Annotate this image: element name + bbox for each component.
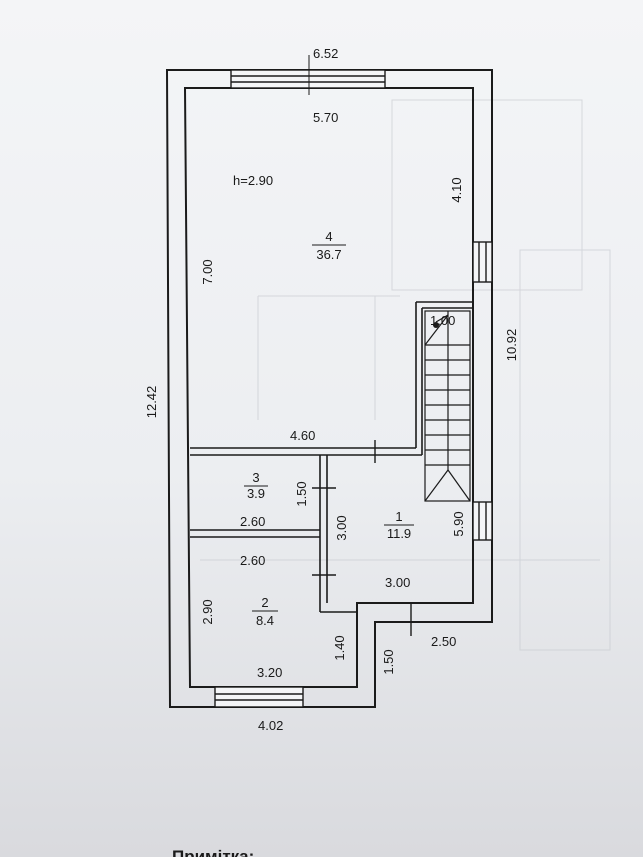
dim-room4-right: 4.10 bbox=[449, 177, 464, 202]
svg-text:3: 3 bbox=[252, 470, 259, 485]
dim-top-outer: 6.52 bbox=[313, 46, 338, 61]
staircase bbox=[424, 310, 471, 502]
dim-top-inner: 5.70 bbox=[313, 110, 338, 125]
svg-text:4: 4 bbox=[325, 229, 332, 244]
dim-room3-height: 1.50 bbox=[294, 481, 309, 506]
svg-text:2: 2 bbox=[261, 595, 268, 610]
dim-bottom-right: 2.50 bbox=[431, 634, 456, 649]
dim-right-total: 10.92 bbox=[504, 329, 519, 362]
svg-text:8.4: 8.4 bbox=[256, 613, 274, 628]
dim-room4-left: 7.00 bbox=[200, 259, 215, 284]
room-label-2: 2 8.4 bbox=[252, 595, 278, 628]
dim-room1-left: 3.00 bbox=[334, 515, 349, 540]
window-bottom bbox=[214, 686, 304, 708]
room-label-1: 1 11.9 bbox=[384, 509, 414, 541]
outer-wall bbox=[165, 69, 493, 708]
dim-room2-notch: 1.40 bbox=[332, 635, 347, 660]
door-marks bbox=[312, 440, 376, 576]
dim-room2-bottom: 3.20 bbox=[257, 665, 282, 680]
dim-stair-width: 1.00 bbox=[430, 313, 455, 328]
window-right-lower bbox=[472, 501, 493, 541]
note-heading: Примітка: bbox=[172, 847, 254, 857]
inner-wall bbox=[183, 87, 474, 688]
dim-room4-bottom: 4.60 bbox=[290, 428, 315, 443]
dim-room2-left: 2.90 bbox=[200, 599, 215, 624]
dim-room1-right: 5.90 bbox=[451, 511, 466, 536]
room-label-3: 3 3.9 bbox=[244, 470, 268, 501]
svg-text:11.9: 11.9 bbox=[387, 526, 411, 541]
svg-text:36.7: 36.7 bbox=[316, 247, 341, 262]
dim-room3-width: 2.60 bbox=[240, 514, 265, 529]
ghost-lines bbox=[200, 99, 611, 651]
svg-text:3.9: 3.9 bbox=[247, 486, 265, 501]
svg-text:1: 1 bbox=[395, 509, 402, 524]
dim-bottom-outer: 4.02 bbox=[258, 718, 283, 733]
dim-left-total: 12.42 bbox=[144, 386, 159, 419]
dim-room2-top: 2.60 bbox=[240, 553, 265, 568]
dim-room1-bottom: 3.00 bbox=[385, 575, 410, 590]
window-right-upper bbox=[472, 241, 493, 283]
dim-notch-depth: 1.50 bbox=[381, 649, 396, 674]
window-top bbox=[230, 69, 386, 89]
stair-arrow-dot bbox=[433, 322, 439, 328]
height-label: h=2.90 bbox=[233, 173, 273, 188]
room-label-4: 4 36.7 bbox=[312, 229, 346, 262]
